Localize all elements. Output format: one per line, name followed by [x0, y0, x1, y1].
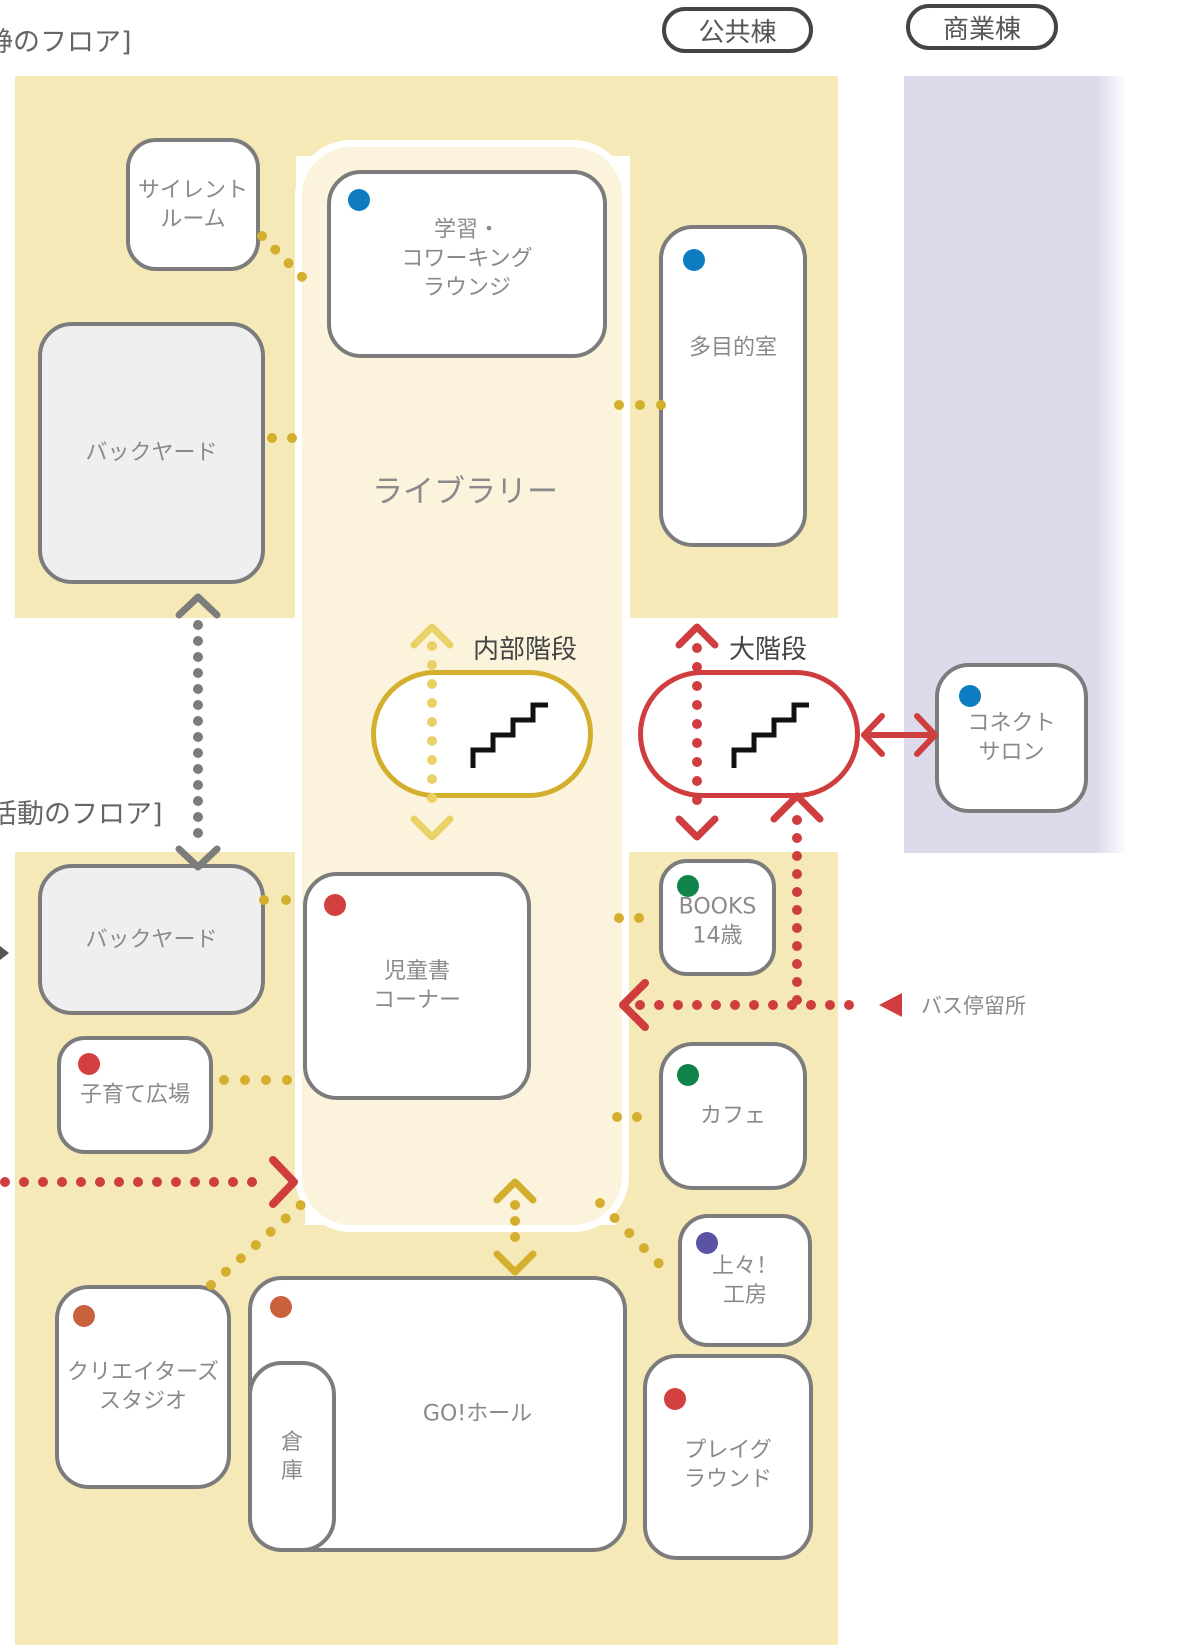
storage-room-label: 倉 庫 [280, 1429, 303, 1484]
playground-label: プレイグ ラウンド [683, 1438, 772, 1493]
cafe-label: カフェ [699, 1103, 766, 1129]
connect-salon-marker [959, 685, 981, 707]
creators-connector [206, 1198, 308, 1290]
upper-floor-label: 静のフロア] [0, 27, 132, 58]
backyard-lower-label: バックヤード [85, 927, 218, 952]
inner-stairs-label: 内部階段 [473, 635, 578, 665]
multipurpose-room[interactable]: 多目的室 [659, 225, 807, 547]
multipurpose-room-marker [683, 249, 705, 271]
joujou-workshop-label: 上々！ 工房 [711, 1253, 778, 1308]
cafe[interactable]: カフェ [659, 1042, 807, 1190]
go-hall-label: GO!ホール [422, 1401, 533, 1427]
backyard-lower[interactable]: バックヤード [38, 864, 265, 1015]
study-lounge-label: 学習・ コワーキング ラウンジ [401, 217, 533, 301]
books-14-label: BOOKS 14歳 [678, 893, 757, 948]
playground[interactable]: プレイグ ラウンド [643, 1354, 813, 1560]
joujou-workshop[interactable]: 上々！ 工房 [678, 1214, 812, 1347]
bus-stop-label: バス停留所 [921, 994, 1026, 1018]
commercial-building-tag: 商業棟 [906, 4, 1058, 50]
childrens-book-corner-marker [324, 894, 346, 916]
childcare-plaza[interactable]: 子育て広場 [57, 1036, 213, 1154]
backyard-upper-label: バックヤード [85, 440, 218, 466]
library-label: ライブラリー [372, 474, 558, 510]
connect-salon-left-arrowhead [861, 713, 885, 757]
go-hall-marker [270, 1296, 292, 1318]
silent-room[interactable]: サイレント ルーム [126, 138, 260, 271]
grand-stairs-icon [731, 702, 809, 768]
bus-route-entry-arrow [619, 979, 649, 1031]
connect-salon[interactable]: コネクト サロン [935, 663, 1088, 813]
silent-room-label: サイレント ルーム [137, 177, 248, 232]
backyard-upper[interactable]: バックヤード [38, 322, 265, 584]
childrens-book-corner[interactable]: 児童書 コーナー [303, 872, 531, 1100]
creators-studio-marker [73, 1305, 95, 1327]
study-coworking-lounge[interactable]: 学習・ コワーキング ラウンジ [327, 170, 607, 358]
silent-room-connector [257, 231, 311, 286]
study-lounge-marker [348, 189, 370, 211]
left-exit-pointer-icon [0, 946, 9, 960]
playground-marker [664, 1388, 686, 1410]
joujou-workshop-marker [696, 1232, 718, 1254]
childcare-plaza-label: 子育て広場 [79, 1082, 190, 1108]
lower-floor-label: 活動のフロア] [0, 799, 163, 830]
public-building-tag: 公共棟 [662, 7, 813, 53]
creators-studio[interactable]: クリエイターズ スタジオ [55, 1285, 231, 1489]
bus-stop-pointer-icon [879, 993, 902, 1017]
left-entrance-arrow [269, 1156, 298, 1208]
grand-stairs-up-arrow [675, 623, 719, 649]
inner-stairs-up-arrow [410, 623, 454, 649]
backyard-down-arrow [175, 845, 221, 871]
books-14-marker [677, 875, 699, 897]
inner-stairs-icon [470, 702, 548, 768]
childcare-plaza-marker [78, 1053, 100, 1075]
multipurpose-room-label: 多目的室 [688, 335, 777, 361]
joujou-connector [595, 1198, 678, 1283]
grand-stairs-down-arrow [675, 815, 719, 841]
creators-studio-label: クリエイターズ スタジオ [66, 1360, 220, 1414]
bus-route-up-arrow [770, 792, 824, 823]
backyard-up-arrow [175, 593, 221, 619]
cafe-marker [677, 1064, 699, 1086]
childrens-book-corner-label: 児童書 コーナー [372, 959, 461, 1013]
books-14-shop[interactable]: BOOKS 14歳 [659, 859, 776, 976]
grand-staircase[interactable] [638, 670, 860, 798]
connect-salon-label: コネクト サロン [967, 711, 1056, 765]
connect-salon-right-arrowhead [914, 713, 938, 757]
storage-room[interactable]: 倉 庫 [248, 1361, 336, 1552]
inner-stairs-down-arrow [410, 815, 454, 841]
go-hall-up-arrow [493, 1178, 537, 1204]
inner-staircase[interactable] [371, 670, 593, 798]
go-hall-down-arrow [493, 1250, 537, 1276]
grand-stairs-label: 大階段 [729, 635, 808, 665]
